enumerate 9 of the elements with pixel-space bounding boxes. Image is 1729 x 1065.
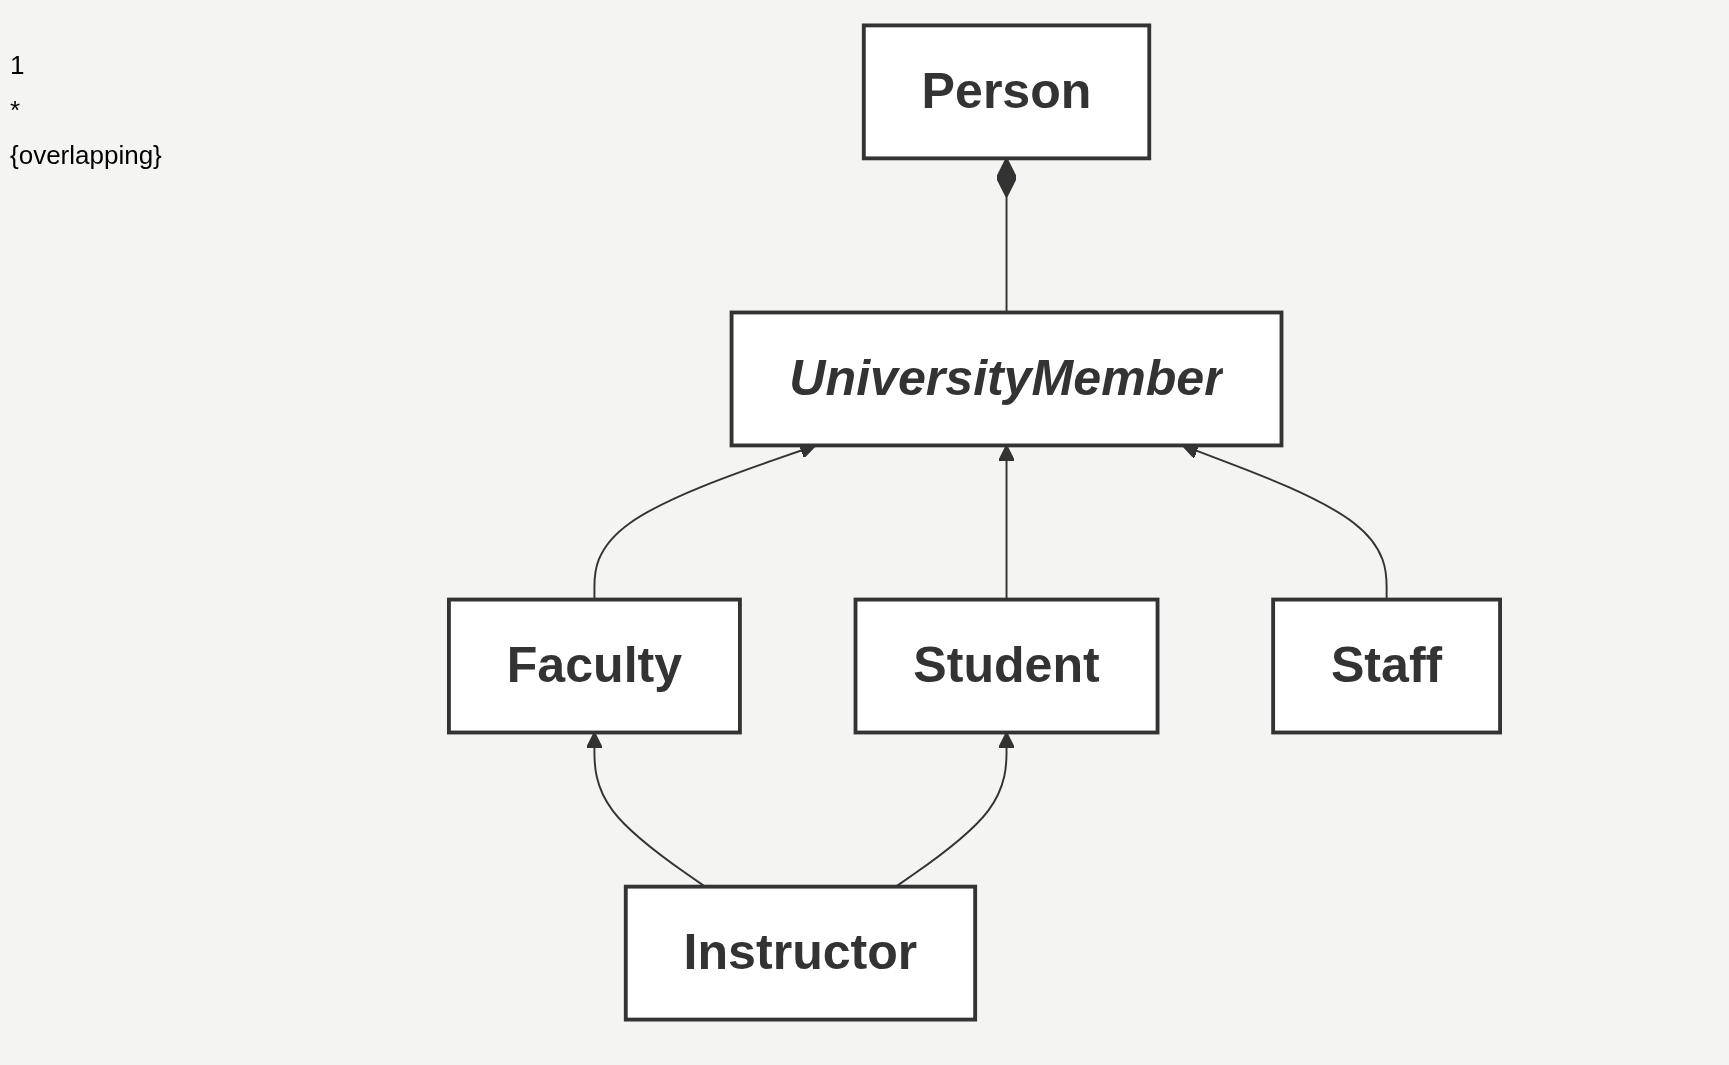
node-box: Student [853, 597, 1160, 735]
node-box: Instructor [623, 884, 978, 1022]
node-box: Person [861, 23, 1152, 161]
annotation-text: 1 [10, 50, 26, 81]
annotation-text: {overlapping} [10, 140, 163, 171]
node-box: Staff [1271, 597, 1502, 735]
node-box: Faculty [447, 597, 742, 735]
node-box: UniversityMember [729, 310, 1284, 448]
annotation-text: * [10, 95, 22, 126]
